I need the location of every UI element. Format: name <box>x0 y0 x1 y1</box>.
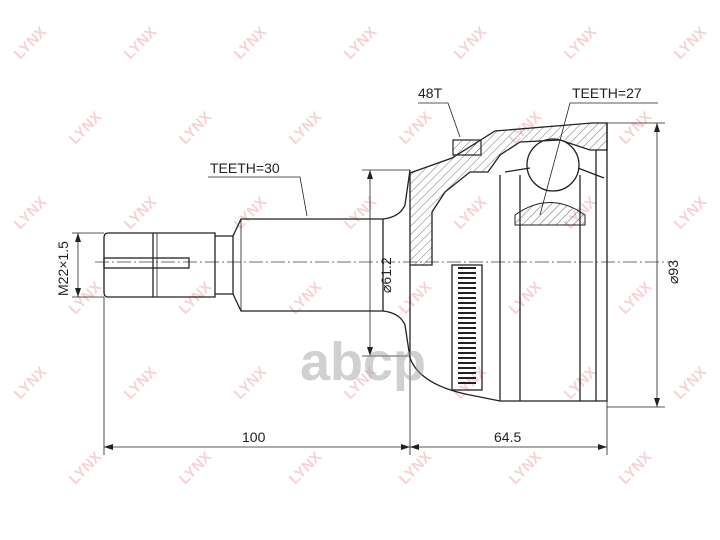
lynx-watermark: LYNX <box>451 23 490 62</box>
lynx-watermark: LYNX <box>506 278 545 317</box>
lynx-watermark: LYNX <box>286 108 325 147</box>
label-dia-61: ⌀61.2 <box>378 257 394 293</box>
abcp-watermark: abcp <box>300 332 426 392</box>
lynx-watermark: LYNX <box>121 193 160 232</box>
lynx-watermark: LYNX <box>231 23 270 62</box>
lynx-watermark: LYNX <box>671 363 710 402</box>
annotations: TEETH=30 48T TEETH=27 M22×1.5 ⌀61.2 ⌀93 … <box>55 85 681 455</box>
lynx-watermark: LYNX <box>66 108 105 147</box>
lynx-watermark: LYNX <box>176 278 215 317</box>
label-teeth-30: TEETH=30 <box>210 160 280 176</box>
label-length-64: 64.5 <box>494 429 521 445</box>
label-length-100: 100 <box>242 429 266 445</box>
lynx-watermark: LYNX <box>561 23 600 62</box>
lynx-watermark: LYNX <box>231 363 270 402</box>
lynx-watermark: LYNX <box>176 108 215 147</box>
abs-tab <box>452 139 482 156</box>
lynx-watermark: LYNX <box>286 448 325 487</box>
lynx-watermark: LYNX <box>616 278 655 317</box>
avito-logo: Avito <box>619 500 720 531</box>
lynx-watermark: LYNX <box>121 23 160 62</box>
lynx-watermark: LYNX <box>286 278 325 317</box>
lynx-watermark: LYNX <box>616 448 655 487</box>
label-48t: 48T <box>418 85 443 101</box>
lynx-watermark: LYNX <box>176 448 215 487</box>
lynx-watermark: LYNX <box>671 193 710 232</box>
lynx-watermark: LYNX <box>396 108 435 147</box>
lynx-watermark: LYNX <box>396 278 435 317</box>
shaft <box>103 169 411 359</box>
label-m22: M22×1.5 <box>55 241 71 296</box>
lynx-watermark: LYNX <box>616 108 655 147</box>
lynx-watermark: LYNX <box>451 193 490 232</box>
outer-housing <box>409 122 608 402</box>
lynx-watermark: LYNX <box>341 23 380 62</box>
label-teeth-27: TEETH=27 <box>572 85 642 101</box>
avito-text: Avito <box>656 500 720 531</box>
lynx-watermark: LYNX <box>341 193 380 232</box>
lynx-watermark: LYNX <box>11 363 50 402</box>
lynx-watermark: LYNX <box>11 23 50 62</box>
lynx-watermark: LYNX <box>396 448 435 487</box>
abs-ring-teeth <box>458 267 476 384</box>
lynx-watermark: LYNX <box>506 448 545 487</box>
lynx-watermark: LYNX <box>66 448 105 487</box>
label-dia-93: ⌀93 <box>665 260 681 284</box>
lynx-watermark: LYNX <box>671 23 710 62</box>
lynx-watermark: LYNX <box>11 193 50 232</box>
lynx-watermark: LYNX <box>121 363 160 402</box>
lynx-watermark: LYNX <box>66 278 105 317</box>
